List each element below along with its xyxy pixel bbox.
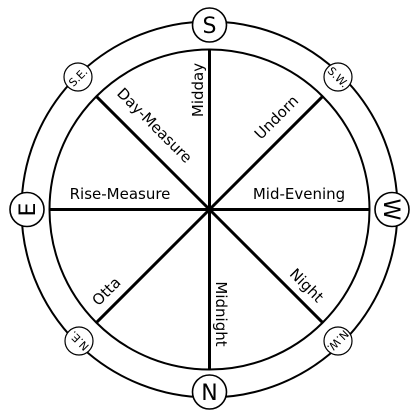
label-mid-evening: Mid-Evening [253,185,345,203]
label-midday: Midday [189,63,207,117]
ordinal-badge-north-west: N.W. [323,326,353,356]
cardinal-badge-south: S [191,7,228,43]
spoke-south-west [208,95,324,211]
spoke-north-east [95,208,211,324]
spoke-north-west [208,208,324,324]
cardinal-letter-west: W [378,199,403,221]
cardinal-badge-west: W [374,191,410,228]
cardinal-badge-east: E [9,191,45,228]
spoke-south-east [95,95,211,211]
ordinal-badge-south-east: S.E. [63,62,93,92]
ordinal-badge-south-west: S.W. [323,62,353,92]
ordinal-badge-north-east: N.E. [64,326,94,356]
cardinal-badge-north: N [191,374,228,410]
label-night: Night [286,265,327,306]
cardinal-letter-south: S [203,14,217,39]
label-undorn: Undorn [251,92,302,143]
cardinal-letter-east: E [16,203,41,217]
cardinal-letter-north: N [201,381,217,406]
label-midnight: Midnight [212,281,230,346]
label-otta: Otta [89,274,125,310]
label-rise-measure: Rise-Measure [70,185,171,203]
